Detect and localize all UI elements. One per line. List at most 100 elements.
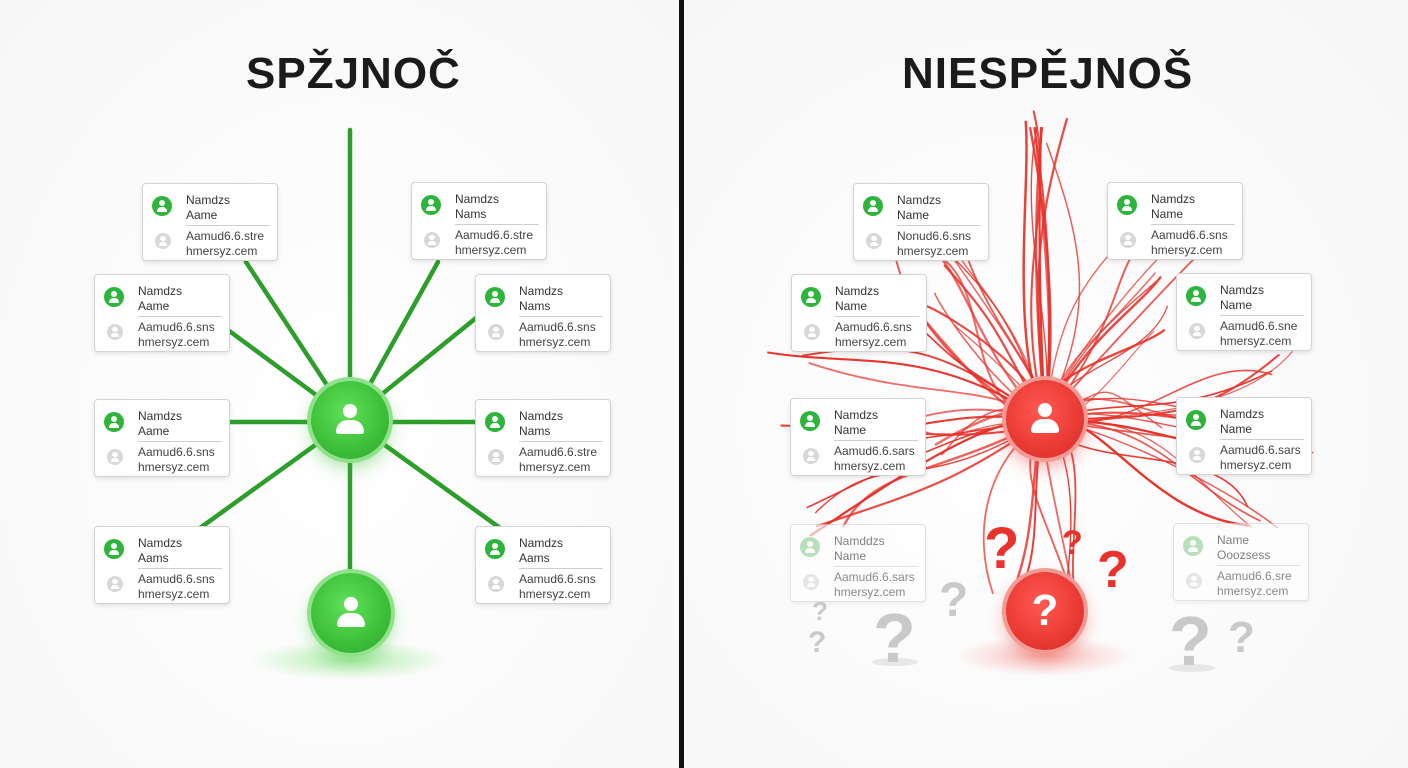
question-shadow	[872, 658, 918, 666]
contact-card[interactable]: Namdzs Name Aamud6.6.sne hmersyz.cem	[1176, 273, 1312, 351]
unknown-target-node[interactable]: ?	[1006, 572, 1084, 650]
panel-divider	[679, 0, 684, 768]
user-icon	[1186, 410, 1206, 430]
contact-name: Namdzs Name	[897, 193, 942, 222]
target-node[interactable]	[311, 573, 391, 653]
contact-details: Aamud6.6.stre hmersyz.cem	[186, 229, 265, 258]
contact-card[interactable]: Name Ooozsess Aamud6.6.sre hmersyz.cem	[1173, 523, 1309, 601]
user-icon	[485, 412, 505, 432]
contact-name: Namdzs Name	[1220, 283, 1265, 312]
hub-node[interactable]	[1006, 380, 1084, 458]
contact-name: Namdzs Name	[1151, 192, 1196, 221]
user-icon	[421, 195, 441, 215]
divider	[897, 225, 981, 226]
contact-icon	[488, 576, 504, 592]
contact-details: Aamud6.6.sns hmersyz.cem	[835, 320, 912, 349]
question-mark-icon: ?	[1062, 524, 1083, 562]
left-title: SPŽJNOČ	[246, 49, 461, 98]
contact-card[interactable]: Namdzs Nams Aamud6.6.sns hmersyz.cem	[475, 274, 611, 352]
user-icon	[801, 287, 821, 307]
contact-card[interactable]: Namdzs Name Nonud6.6.sns hmersyz.cem	[853, 183, 989, 261]
divider	[455, 224, 539, 225]
divider	[1220, 439, 1304, 440]
contact-icon	[488, 324, 504, 340]
contact-name: Namdzs Aame	[138, 284, 183, 313]
contact-icon	[424, 232, 440, 248]
contact-name: Namdzs Aams	[138, 536, 183, 565]
left-panel-connected: SPŽJNOČ Namdzs Aame Aamud6.6.stre hmersy…	[0, 0, 680, 768]
contact-card[interactable]: Namdzs Nams Aamud6.6.stre hmersyz.cem	[475, 399, 611, 477]
contact-details: Aamud6.6.sns hmersyz.cem	[519, 572, 596, 601]
contact-card[interactable]: Namdzs Name Aamud6.6.sns hmersyz.cem	[791, 274, 927, 352]
contact-icon	[107, 324, 123, 340]
contact-name: Namdzs Nams	[519, 284, 564, 313]
divider	[519, 316, 603, 317]
contact-icon	[488, 449, 504, 465]
contact-details: Aamud6.6.stre hmersyz.cem	[519, 445, 598, 474]
contact-card[interactable]: Namddzs Name Aamud6.6.sars hmersyz.cem	[790, 524, 926, 602]
user-icon	[104, 287, 124, 307]
divider	[1151, 224, 1235, 225]
contact-details: Aamud6.6.sars hmersyz.cem	[834, 444, 915, 473]
contact-details: Aamud6.6.sns hmersyz.cem	[138, 445, 215, 474]
contact-card[interactable]: Namdzs Name Aamud6.6.sars hmersyz.cem	[790, 398, 926, 476]
contact-card[interactable]: Namdzs Aame Aamud6.6.sns hmersyz.cem	[94, 274, 230, 352]
question-mark-icon: ?	[984, 516, 1020, 581]
contact-name: Namdzs Nams	[519, 409, 564, 438]
contact-icon	[1186, 573, 1202, 589]
contact-card[interactable]: Namdzs Aame Aamud6.6.sns hmersyz.cem	[94, 399, 230, 477]
person-icon	[332, 402, 368, 438]
person-icon	[1027, 401, 1063, 437]
contact-details: Aamud6.6.sns hmersyz.cem	[138, 320, 215, 349]
question-mark-icon: ?	[812, 596, 828, 626]
question-mark-icon: ?	[939, 574, 969, 627]
question-mark-icon: ?	[1228, 613, 1255, 662]
contact-card[interactable]: Namdzs Name Aamud6.6.sars hmersyz.cem	[1176, 397, 1312, 475]
contact-icon	[1189, 447, 1205, 463]
contact-card[interactable]: Namdzs Aame Aamud6.6.stre hmersyz.cem	[142, 183, 278, 261]
contact-card[interactable]: Namdzs Name Aamud6.6.sns hmersyz.cem	[1107, 182, 1243, 260]
contact-icon	[107, 576, 123, 592]
user-icon	[800, 411, 820, 431]
question-mark-icon: ?	[1097, 541, 1129, 599]
contact-icon	[1189, 323, 1205, 339]
contact-details: Aamud6.6.sns hmersyz.cem	[138, 572, 215, 601]
contact-card[interactable]: Namdzs Nams Aamud6.6.stre hmersyz.cem	[411, 182, 547, 260]
divider	[1220, 315, 1304, 316]
contact-details: Aamud6.6.sne hmersyz.cem	[1220, 319, 1298, 348]
contact-icon	[804, 324, 820, 340]
tangled-line	[767, 351, 1047, 422]
tangled-line	[1044, 142, 1081, 421]
user-icon	[485, 287, 505, 307]
contact-name: Namdzs Aame	[138, 409, 183, 438]
user-icon	[104, 539, 124, 559]
contact-details: Aamud6.6.sns hmersyz.cem	[1151, 228, 1228, 257]
divider	[138, 316, 222, 317]
contact-icon	[155, 233, 171, 249]
divider	[138, 441, 222, 442]
contact-icon	[1120, 232, 1136, 248]
right-title: NIESPĚJNOŠ	[902, 49, 1194, 98]
contact-name: Namdzs Aame	[186, 193, 231, 222]
contact-name: Name Ooozsess	[1217, 533, 1271, 562]
right-panel-disconnected: NIESPĚJNOŠ Namdzs Name Nonud6.6.sns hmer…	[684, 0, 1408, 768]
divider	[138, 568, 222, 569]
contact-card[interactable]: Namdzs Aams Aamud6.6.sns hmersyz.cem	[94, 526, 230, 604]
contact-name: Namdzs Name	[835, 284, 880, 313]
question-mark-icon: ?	[808, 626, 827, 659]
hub-node[interactable]	[311, 381, 389, 459]
contact-name: Namddzs Name	[834, 534, 885, 563]
divider	[834, 440, 918, 441]
contact-details: Aamud6.6.stre hmersyz.cem	[455, 228, 534, 257]
person-icon	[333, 595, 369, 631]
divider	[519, 568, 603, 569]
contact-card[interactable]: Namdzs Aams Aamud6.6.sns hmersyz.cem	[475, 526, 611, 604]
user-icon	[863, 196, 883, 216]
divider	[1217, 565, 1301, 566]
user-icon	[1186, 286, 1206, 306]
contact-icon	[866, 233, 882, 249]
contact-name: Namdzs Aams	[519, 536, 564, 565]
contact-icon	[107, 449, 123, 465]
question-mark-icon: ?	[1031, 586, 1059, 635]
contact-icon	[803, 574, 819, 590]
